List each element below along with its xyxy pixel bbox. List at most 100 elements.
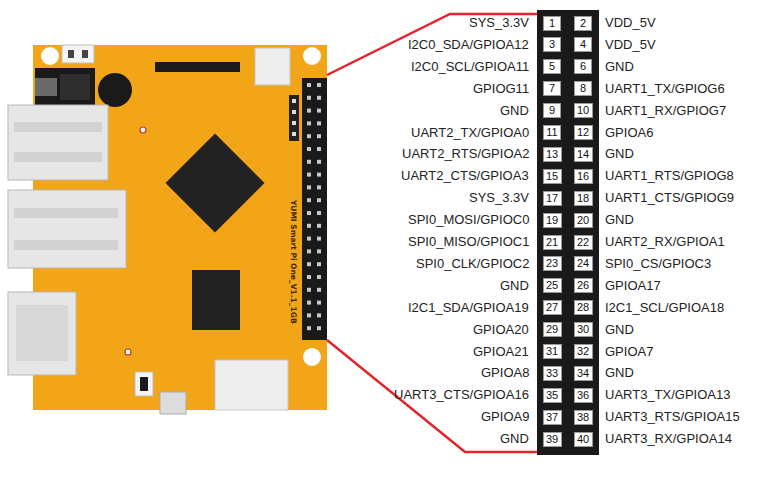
pin-number: 29 bbox=[546, 324, 558, 335]
signal-name: UART1_CTS/GPIOG9 bbox=[605, 191, 734, 205]
pin-number: 15 bbox=[546, 171, 558, 182]
header-pin bbox=[317, 211, 321, 215]
pin-number-box: 30 bbox=[574, 322, 593, 337]
header-pin bbox=[307, 160, 311, 164]
pin-number: 4 bbox=[580, 39, 586, 50]
zoom-leader-line bbox=[327, 14, 537, 75]
pin-number: 30 bbox=[577, 324, 589, 335]
signal-name: GND bbox=[605, 213, 634, 227]
pin-number: 23 bbox=[546, 258, 558, 269]
header-pin bbox=[307, 301, 311, 305]
signal-name: GND bbox=[605, 147, 634, 161]
header-pin bbox=[307, 147, 311, 151]
header-pin bbox=[317, 147, 321, 151]
pin-number: 5 bbox=[549, 61, 555, 72]
signal-name: UART1_RX/GPIOG7 bbox=[605, 104, 726, 118]
pin-number: 27 bbox=[546, 302, 558, 313]
pin-number: 35 bbox=[546, 390, 558, 401]
pin-number-box: 26 bbox=[574, 278, 593, 293]
pin-number-box: 24 bbox=[574, 256, 593, 271]
header-pin bbox=[307, 262, 311, 266]
signal-name: UART1_RTS/GPIOG8 bbox=[605, 169, 734, 183]
signal-name: GND bbox=[605, 366, 634, 380]
header-pin bbox=[307, 83, 311, 87]
signal-name: GPIOA7 bbox=[605, 345, 653, 359]
signal-name: GND bbox=[500, 432, 529, 446]
pin-number-box: 9 bbox=[543, 103, 561, 118]
connector-pin bbox=[82, 50, 88, 58]
connector-pin bbox=[68, 50, 74, 58]
connector-pin bbox=[292, 121, 296, 125]
pin-number-box: 23 bbox=[543, 256, 562, 271]
header-pin bbox=[307, 249, 311, 253]
round-component bbox=[98, 73, 132, 107]
pin-number: 36 bbox=[577, 390, 589, 401]
pin-number: 28 bbox=[577, 302, 589, 313]
pin-number: 31 bbox=[546, 346, 558, 357]
pin-number-box: 1 bbox=[543, 16, 561, 31]
header-pin bbox=[317, 185, 321, 189]
pin-number: 25 bbox=[546, 280, 558, 291]
usb-port-detail bbox=[14, 240, 118, 250]
signal-name: I2C0_SCL/GPIOA11 bbox=[411, 60, 529, 74]
via bbox=[125, 349, 131, 355]
pin-number: 7 bbox=[549, 83, 555, 94]
signal-name: SYS_3.3V bbox=[469, 191, 529, 205]
header-pin bbox=[307, 313, 311, 317]
header-pin bbox=[317, 288, 321, 292]
power-connector bbox=[255, 48, 290, 85]
signal-name: GPIOA17 bbox=[605, 279, 661, 293]
signal-name: UART3_CTS/GPIOA16 bbox=[394, 388, 529, 402]
header-pin bbox=[307, 109, 311, 113]
header-pin bbox=[317, 83, 321, 87]
pin-number-box: 33 bbox=[543, 366, 562, 381]
pin-number-box: 36 bbox=[574, 388, 593, 403]
signal-name: GPIOG11 bbox=[473, 82, 529, 96]
pin-number: 26 bbox=[577, 280, 589, 291]
signal-name: UART3_RTS/GPIOA15 bbox=[605, 410, 740, 424]
pin-number: 19 bbox=[546, 215, 558, 226]
pin-number: 22 bbox=[577, 237, 589, 248]
header-pin bbox=[317, 224, 321, 228]
ethernet-port-detail bbox=[16, 305, 68, 361]
pin-number: 13 bbox=[546, 149, 558, 160]
via bbox=[140, 127, 146, 133]
button-cap bbox=[140, 377, 148, 391]
pin-number: 2 bbox=[580, 18, 586, 29]
header-pin bbox=[307, 224, 311, 228]
pin-number-box: 12 bbox=[574, 125, 593, 140]
header-pin bbox=[307, 211, 311, 215]
pin-number-box: 13 bbox=[543, 147, 562, 162]
pin-number: 20 bbox=[577, 215, 589, 226]
pin-number: 24 bbox=[577, 258, 589, 269]
signal-name: UART1_TX/GPIOG6 bbox=[605, 82, 725, 96]
debug-connector bbox=[289, 95, 299, 141]
mounting-hole bbox=[303, 348, 321, 366]
signal-name: UART2_RTS/GPIOA2 bbox=[402, 147, 529, 161]
pin-number-box: 16 bbox=[574, 169, 593, 184]
pin-number-box: 29 bbox=[543, 322, 562, 337]
bottom-connector bbox=[160, 392, 186, 414]
pin-number-box: 4 bbox=[574, 37, 592, 52]
header-pin bbox=[317, 313, 321, 317]
signal-name: UART3_RX/GPIOA14 bbox=[605, 432, 732, 446]
pin-number: 8 bbox=[580, 83, 586, 94]
signal-name: SPI0_CLK/GPIOC2 bbox=[416, 257, 529, 271]
pin-number: 6 bbox=[580, 61, 586, 72]
pin-number-box: 32 bbox=[574, 344, 593, 359]
soc-chip bbox=[166, 134, 265, 233]
button bbox=[135, 372, 153, 396]
card-slot bbox=[155, 62, 240, 72]
ethernet-port bbox=[8, 292, 76, 375]
pin-number-box: 14 bbox=[574, 147, 593, 162]
pin-number: 40 bbox=[577, 434, 589, 445]
header-pin bbox=[307, 326, 311, 330]
usb-port bbox=[8, 105, 108, 180]
pin-number-box: 39 bbox=[543, 432, 562, 447]
signal-name: I2C1_SDA/GPIOA19 bbox=[408, 301, 529, 315]
pin-number-box: 38 bbox=[574, 410, 593, 425]
header-pin bbox=[317, 249, 321, 253]
header-pin bbox=[307, 121, 311, 125]
pin-number-box: 2 bbox=[574, 16, 592, 31]
pin-number: 18 bbox=[577, 193, 589, 204]
